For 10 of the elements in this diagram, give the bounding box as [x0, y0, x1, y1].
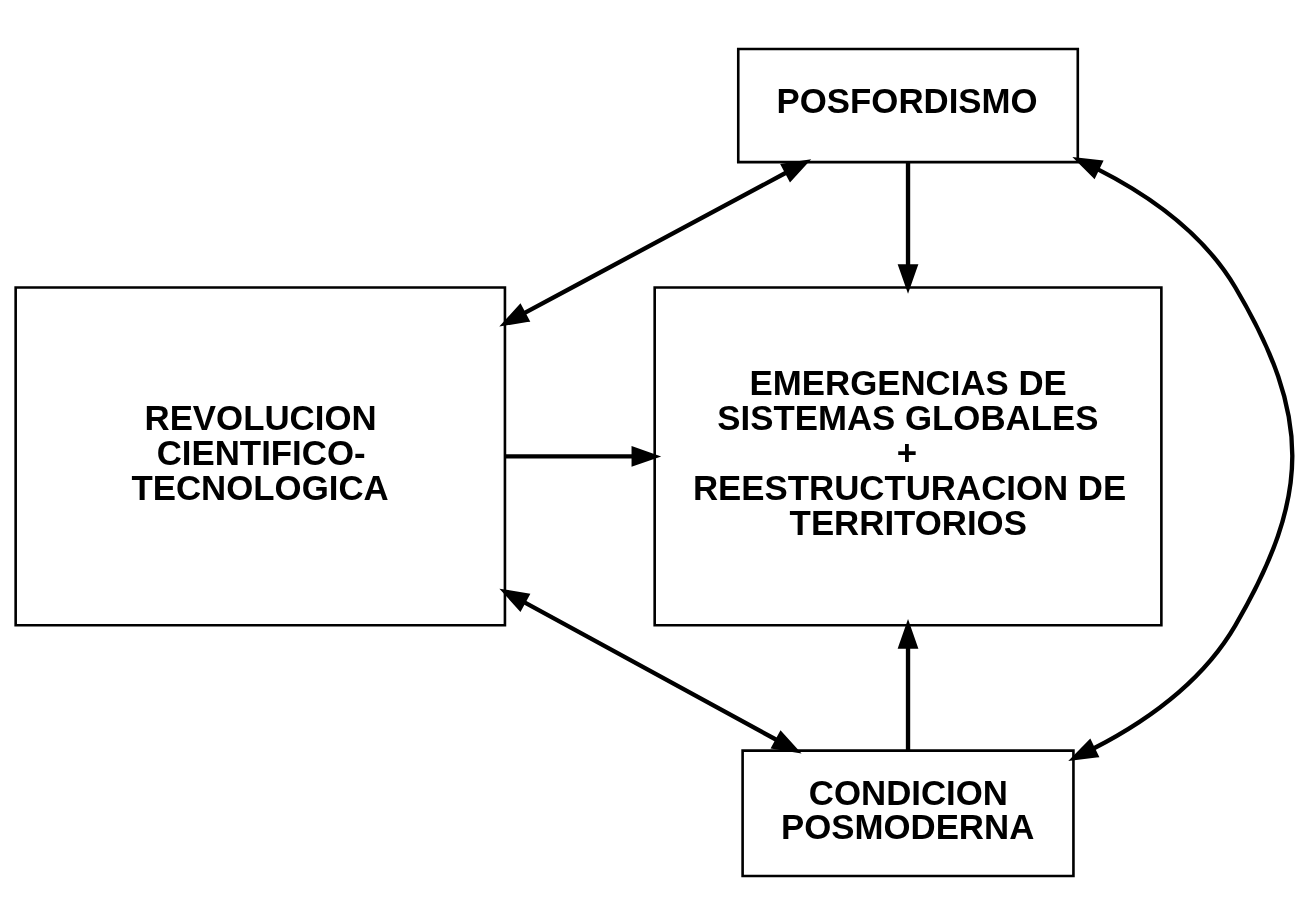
- arrow: [1068, 156, 1295, 761]
- arrow: [897, 161, 919, 294]
- node-box: REVOLUCION CIENTIFICO- TECNOLOGICA: [14, 285, 507, 627]
- arrow: [897, 618, 919, 750]
- arrow: [499, 588, 802, 753]
- node-box: EMERGENCIAS DE SISTEMAS GLOBALES + REESTRUCTURACION DE TERRITORIOS: [653, 285, 1163, 627]
- arrow: [505, 445, 662, 467]
- node-box: CONDICION POSMODERNA: [741, 748, 1075, 877]
- node-box: POSFORDISMO: [736, 47, 1080, 163]
- arrow: [499, 158, 812, 326]
